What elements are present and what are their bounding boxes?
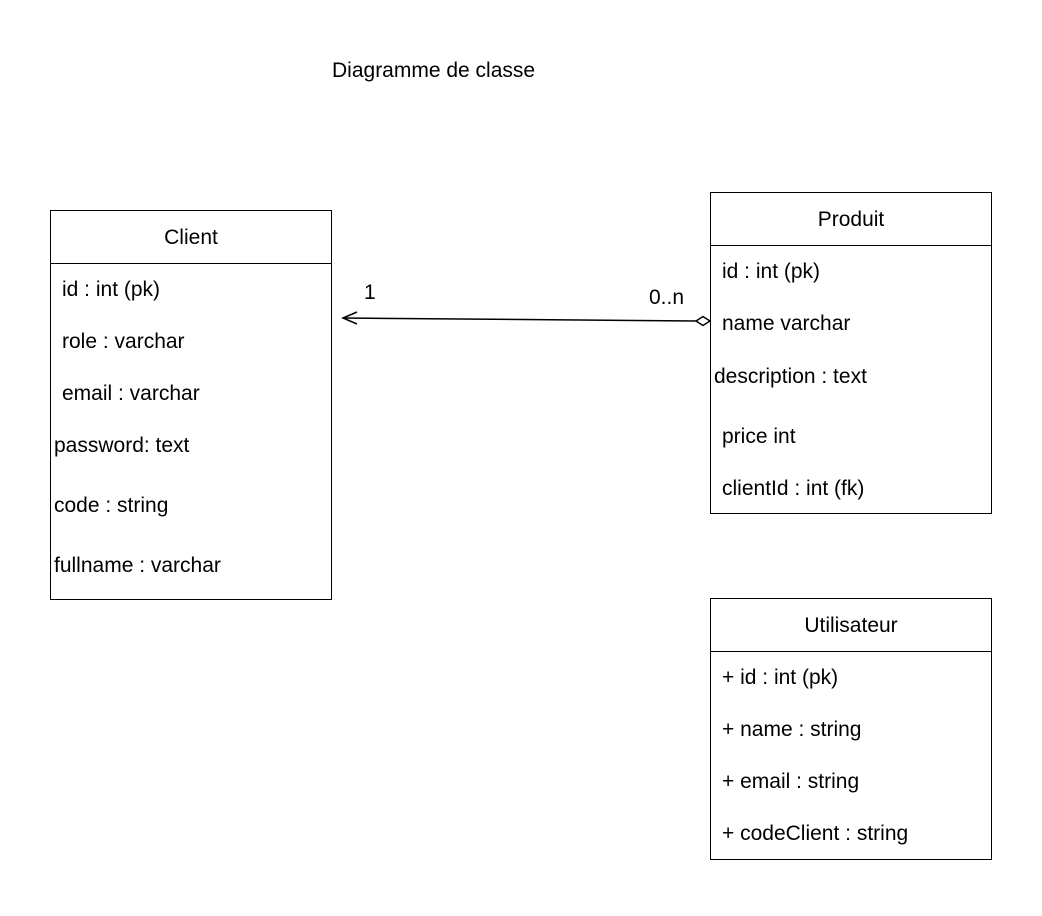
class-client-attribute: fullname : varchar (54, 554, 221, 577)
class-produit-name: Produit (711, 193, 991, 246)
aggregation-diamond-icon (694, 315, 712, 327)
target-multiplicity: 1 (364, 281, 376, 304)
class-produit[interactable]: Produit id : int (pk) name varchar descr… (710, 192, 992, 514)
class-utilisateur-name: Utilisateur (711, 599, 991, 652)
class-client-attribute: role : varchar (62, 330, 185, 353)
class-client[interactable]: Client id : int (pk) role : varchar emai… (50, 210, 332, 600)
class-client-attribute: code : string (54, 494, 169, 517)
class-produit-attribute: price int (722, 425, 796, 448)
class-utilisateur-attribute: + name : string (722, 718, 862, 741)
class-utilisateur[interactable]: Utilisateur + id : int (pk) + name : str… (710, 598, 992, 860)
class-utilisateur-attribute: + id : int (pk) (722, 666, 839, 689)
class-client-name: Client (51, 211, 331, 264)
class-produit-attribute: description : text (714, 365, 867, 388)
class-client-attribute: email : varchar (62, 382, 200, 405)
association-line[interactable] (342, 317, 697, 322)
class-client-attribute: password: text (54, 434, 190, 457)
class-utilisateur-attribute: + email : string (722, 770, 860, 793)
class-produit-attribute: clientId : int (fk) (722, 477, 865, 500)
open-arrow-icon (341, 311, 358, 325)
class-produit-attribute: name varchar (722, 312, 851, 335)
class-produit-attribute: id : int (pk) (722, 260, 821, 283)
diagram-title: Diagramme de classe (332, 59, 536, 82)
source-multiplicity: 0..n (649, 286, 685, 309)
class-utilisateur-attribute: + codeClient : string (722, 822, 909, 845)
class-client-attribute: id : int (pk) (62, 278, 161, 301)
